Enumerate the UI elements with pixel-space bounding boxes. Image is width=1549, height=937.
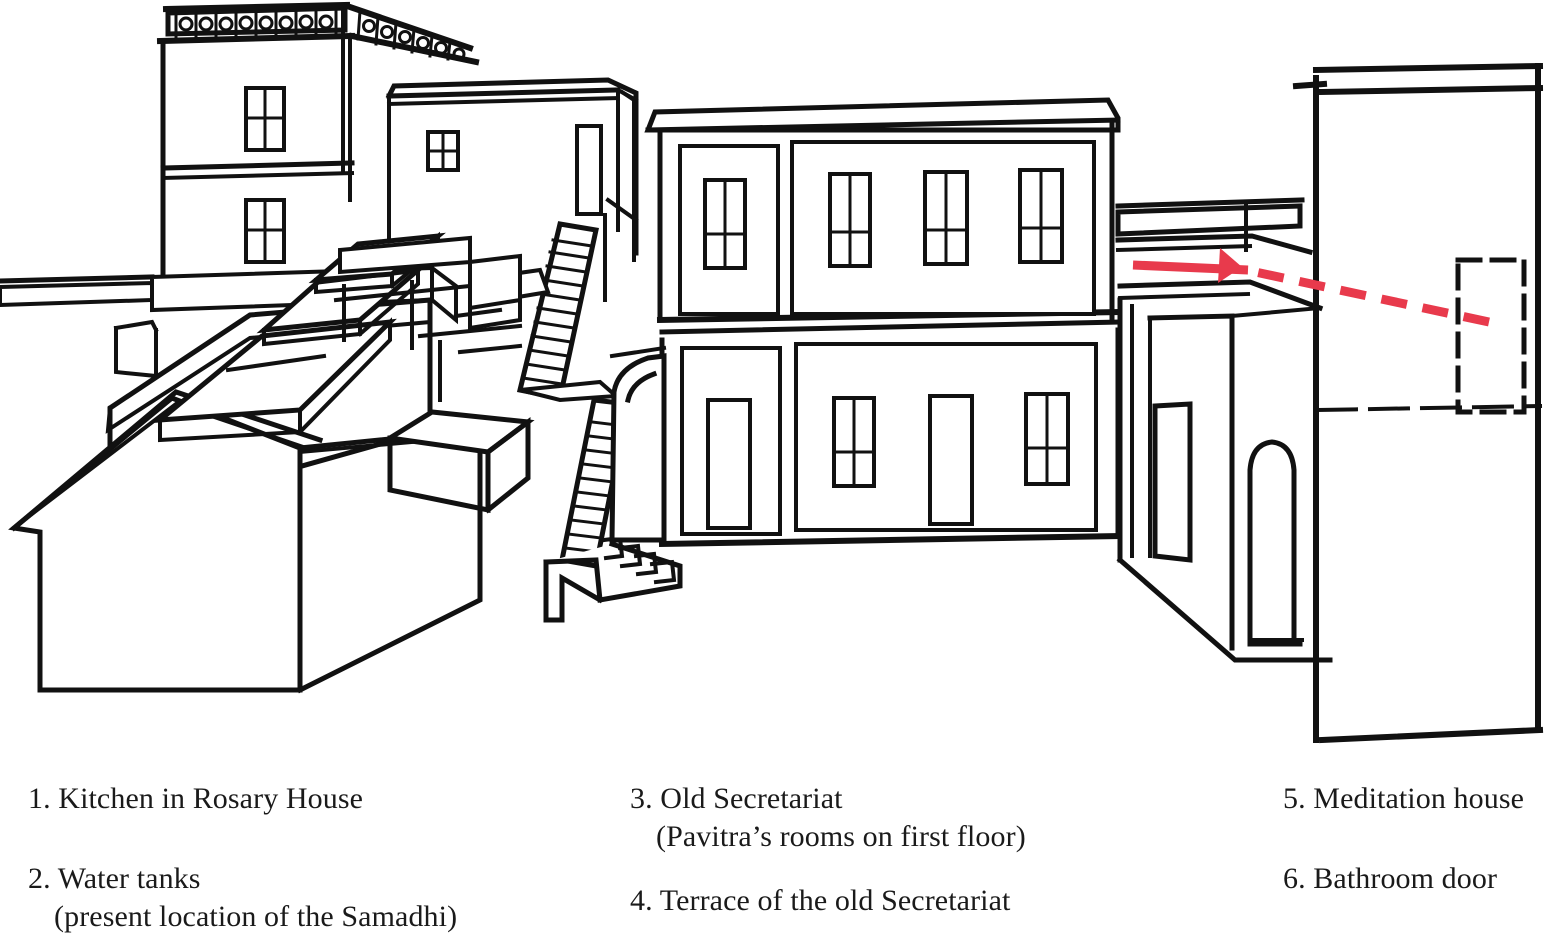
legend-item-4: 4. Terrace of the old Secretariat — [630, 882, 1010, 920]
bathroom-door-dashed-outline — [1455, 257, 1527, 415]
legend-item-4-line1: 4. Terrace of the old Secretariat — [630, 884, 1011, 917]
bottom-steps — [601, 535, 677, 585]
legend-item-6: 6. Bathroom door — [1283, 860, 1497, 898]
secretariat-terrace — [1115, 197, 1333, 663]
legend-item-1-line1: 1. Kitchen in Rosary House — [28, 782, 364, 815]
legend-item-2-line1: 2. Water tanks — [28, 862, 201, 895]
rosary-house — [156, 1, 480, 288]
legend-item-6-line1: 6. Bathroom door — [1283, 862, 1498, 895]
drawing-canvas — [0, 1, 1544, 744]
legend-item-5-line1: 5. Meditation house — [1283, 782, 1525, 815]
legend-item-5: 5. Meditation house — [1283, 780, 1524, 818]
balustrade-left — [174, 7, 338, 41]
architectural-line-drawing — [0, 1, 1544, 744]
old-secretariat — [609, 97, 1122, 548]
legend-item-3-line2: (Pavitra’s rooms on first floor) — [656, 820, 1026, 853]
ink-layer — [0, 1, 1544, 744]
balustrade-slope — [343, 2, 480, 66]
legend-item-2-line2: (present location of the Samadhi) — [54, 900, 458, 933]
water-tanks-roof — [0, 231, 535, 694]
legend-item-2: 2. Water tanks (present location of the … — [28, 860, 457, 936]
stair-treads-upper — [521, 238, 594, 386]
lower-openings — [706, 392, 1070, 530]
legend-item-3: 3. Old Secretariat (Pavitra’s rooms on f… — [630, 780, 1026, 856]
legend-item-1: 1. Kitchen in Rosary House — [28, 780, 363, 818]
legend-item-3-line1: 3. Old Secretariat — [630, 782, 843, 815]
mid-terrace — [333, 235, 523, 402]
legend: 1. Kitchen in Rosary House 2. Water tank… — [0, 762, 1549, 937]
bathroom-door-pointer — [1132, 248, 1490, 327]
lintel-dashed-line — [1315, 403, 1543, 413]
meditation-house — [1292, 62, 1544, 744]
upper-windows — [703, 168, 1064, 270]
middle-house — [385, 77, 639, 302]
pointer-arrow-head — [1218, 248, 1242, 283]
